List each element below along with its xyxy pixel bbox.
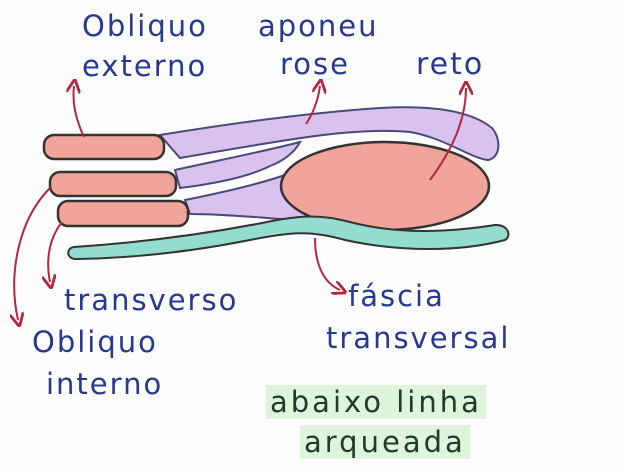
aponeurosis-upper-sheet bbox=[158, 106, 500, 162]
label-aponeurose-line1: aponeu bbox=[258, 9, 379, 43]
internal-oblique-muscle bbox=[48, 170, 178, 198]
arrow-transverso bbox=[48, 221, 63, 282]
transversalis-fascia bbox=[67, 215, 510, 261]
external-oblique-muscle bbox=[42, 133, 166, 161]
aponeurosis-middle-sheet bbox=[173, 140, 302, 190]
label-obliquo-interno-line1: Obliquo bbox=[32, 325, 158, 359]
arrow-aponeurose bbox=[305, 86, 320, 125]
caption-highlight-1: abaixo linha bbox=[266, 385, 486, 419]
label-fascia-line1: fáscia bbox=[348, 279, 445, 313]
arrow-fascia-transversal bbox=[314, 237, 340, 290]
label-obliquo-externo-line2: externo bbox=[82, 49, 208, 83]
label-reto: reto bbox=[416, 47, 485, 82]
arrow-obliquo-externo bbox=[73, 86, 85, 138]
transversus-muscle bbox=[56, 199, 190, 228]
label-obliquo-externo-line1: Obliquo bbox=[82, 9, 208, 43]
label-obliquo-interno-line2: interno bbox=[46, 367, 164, 401]
label-transverso: transverso bbox=[64, 283, 239, 317]
label-aponeurose-line2: rose bbox=[280, 47, 350, 81]
caption-line2: arqueada bbox=[300, 425, 470, 459]
arrow-obliquo-interno bbox=[14, 187, 51, 320]
arrow-reto bbox=[429, 88, 466, 181]
label-fascia-line2: transversal bbox=[326, 321, 511, 355]
caption-highlight-2: arqueada bbox=[300, 425, 470, 459]
caption-line1: abaixo linha bbox=[266, 385, 486, 419]
